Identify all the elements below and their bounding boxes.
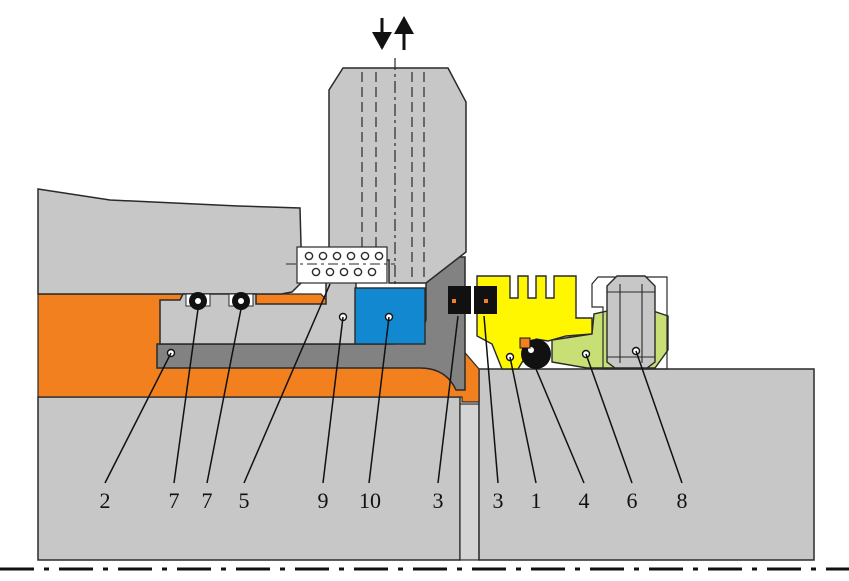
o-ring-left bbox=[189, 292, 207, 310]
yellow-seal-ring bbox=[476, 275, 593, 370]
callout-4: 4 bbox=[579, 488, 590, 513]
callout-6: 6 bbox=[627, 488, 638, 513]
callout-9: 9 bbox=[318, 488, 329, 513]
spring-circles bbox=[304, 251, 384, 277]
o-ring-center bbox=[232, 292, 250, 310]
callout-7-left: 7 bbox=[169, 488, 180, 513]
upper-left-housing bbox=[37, 188, 303, 295]
right-outer-ring bbox=[591, 276, 668, 370]
leader-lines bbox=[104, 283, 683, 484]
shaft-gap bbox=[459, 403, 480, 561]
small-orange-square-left bbox=[452, 299, 456, 303]
left-lower-housing bbox=[37, 396, 461, 561]
small-orange-square-right bbox=[484, 299, 488, 303]
screw-pin bbox=[606, 275, 656, 369]
orange-o-ring-seat bbox=[519, 337, 531, 349]
callout-5: 5 bbox=[239, 488, 250, 513]
callout-10: 10 bbox=[359, 488, 381, 513]
callout-8: 8 bbox=[677, 488, 688, 513]
right-lower-housing bbox=[478, 368, 815, 561]
callout-7-right: 7 bbox=[202, 488, 213, 513]
vertical-shaft bbox=[328, 67, 467, 284]
callout-1: 1 bbox=[531, 488, 542, 513]
callout-3-right: 3 bbox=[493, 488, 504, 513]
callout-2: 2 bbox=[100, 488, 111, 513]
callout-3-left: 3 bbox=[433, 488, 444, 513]
double-arrow-icon bbox=[372, 16, 414, 50]
blue-seal-face bbox=[354, 287, 426, 345]
black-seal-left bbox=[448, 286, 471, 314]
